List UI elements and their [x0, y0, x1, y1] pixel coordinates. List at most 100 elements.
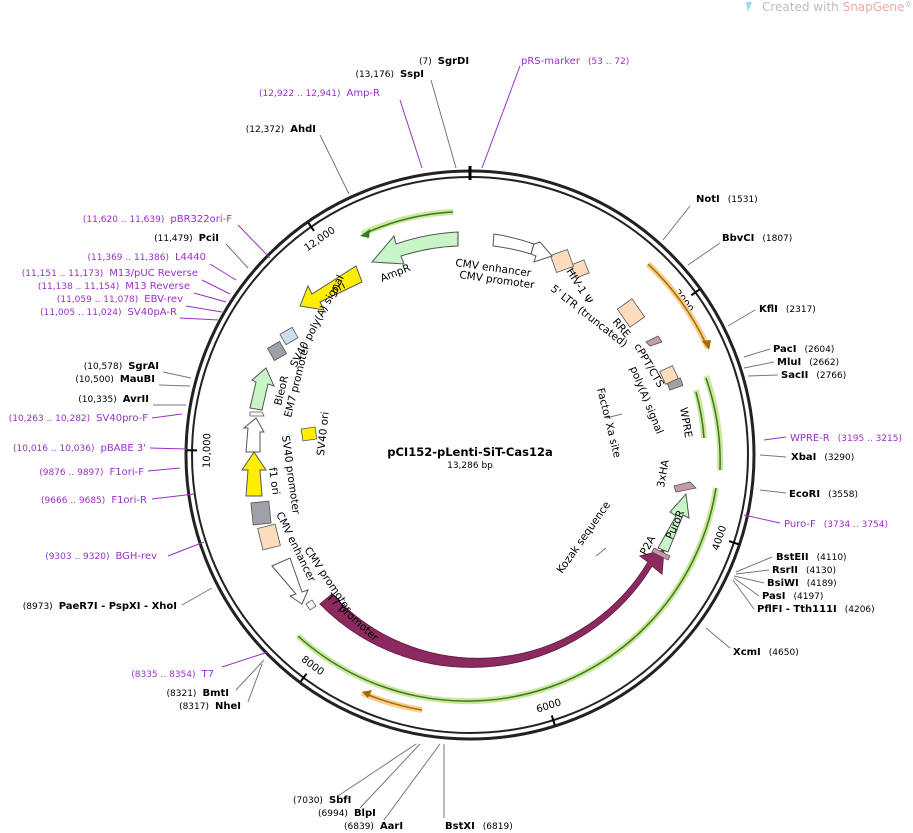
site-label-aari: (6839)AarI — [344, 821, 403, 832]
feature-ampr: AmpR — [379, 262, 413, 285]
feature-f1-ori: f1 ori — [266, 467, 282, 496]
puror-arrow — [657, 492, 690, 553]
leader-line — [763, 436, 787, 441]
site-label-mlui: MluI(2662) — [777, 357, 839, 368]
site-label-blpi: (6994)BlpI — [318, 808, 376, 819]
rre-box — [616, 298, 646, 328]
leader-line — [225, 243, 249, 269]
leader-line — [733, 577, 760, 597]
site-label-sgrai: (10,578)SgrAI — [84, 361, 159, 372]
site-label-avrii: (10,335)AvrII — [78, 394, 149, 405]
leader-line — [735, 556, 773, 573]
tick-label: 10,000 — [202, 433, 214, 468]
tick-mark — [550, 715, 556, 726]
leader-line — [193, 292, 227, 303]
site-label-kfli: KflI(2317) — [759, 304, 816, 315]
feature-ascpf1: AsCpf1 — [478, 664, 516, 680]
plasmid-length: 13,286 bp — [447, 461, 493, 471]
cmv-enhancer-top-arrow — [492, 233, 535, 255]
snapgene-logo-icon — [746, 2, 752, 12]
cppt-box — [645, 335, 663, 347]
site-label-pbr322ori-f: (11,620 .. 11,639)pBR322ori-F — [83, 214, 232, 225]
leader-line — [151, 413, 183, 419]
site-label-puro-f: Puro-F(3734 .. 3754) — [784, 519, 888, 530]
orange-arc-upper — [645, 261, 711, 350]
site-label-noti: NotI(1531) — [696, 194, 758, 205]
sv40-promoter-arrow — [242, 417, 265, 453]
feature-puror: PuroR — [664, 508, 687, 541]
leader-line — [201, 279, 231, 295]
leader-line — [743, 348, 771, 358]
leader-line — [158, 384, 191, 387]
tick-mark — [690, 288, 701, 297]
sv40-polya-stripes — [279, 326, 299, 346]
site-label-bsteii: BstEII(4110) — [776, 552, 847, 563]
plasmid-name: pCI152-pLenti-SiT-Cas12a — [387, 445, 552, 459]
wpre-arc-outer — [703, 375, 724, 471]
site-label-sv40pa-r: (11,005 .. 11,024)SV40pA-R — [40, 307, 177, 318]
feature-wpre: WPRE — [677, 406, 694, 438]
bleor-arrow — [249, 367, 275, 411]
watermark-registered-mark: ® — [904, 0, 912, 9]
watermark: Created with SnapGene® — [746, 0, 912, 14]
site-label-bmti: (8321)BmtI — [167, 688, 229, 699]
site-label-t7: (8335 .. 8354)T7 — [131, 669, 214, 680]
site-label-sbfi: (7030)SbfI — [293, 795, 351, 806]
leader-line — [605, 413, 623, 419]
site-label-pbabe3: (10,016 .. 10,036)pBABE 3' — [13, 443, 146, 454]
wpre-arc-inner-line — [695, 391, 705, 439]
site-label-ecori: EcoRI(3558) — [789, 489, 858, 500]
em7-arrow — [249, 411, 265, 417]
leader-line — [167, 541, 205, 557]
site-label-f1ori-f: (9876 .. 9897)F1ori-F — [39, 467, 144, 478]
site-label-m13-puc-reverse: (11,151 .. 11,173)M13/pUC Reverse — [22, 268, 198, 279]
leader-line — [179, 317, 220, 321]
site-label-sv40pro-f: (10,263 .. 10,282)SV40pro-F — [9, 413, 149, 424]
site-label-sgrdi: (7)SgrDI — [419, 56, 469, 67]
amp-outer-arc — [360, 209, 454, 237]
site-label-pasi: PasI(4197) — [762, 591, 823, 602]
site-label-bstxi: BstXI(6819) — [445, 821, 513, 832]
leader-line — [733, 575, 765, 584]
leader-line — [383, 743, 441, 821]
sv40-polya-box — [266, 340, 288, 362]
t7-promoter-marker — [305, 599, 317, 611]
site-label-sspi: (13,176)SspI — [355, 69, 424, 80]
leader-line — [181, 587, 213, 606]
site-label-amp-r: (12,922 .. 12,941)Amp-R — [259, 88, 380, 99]
leader-line — [759, 489, 787, 494]
leader-line — [399, 99, 423, 169]
site-label-nhei: (8317)NheI — [179, 701, 241, 712]
leader-line — [732, 579, 755, 610]
polya-box — [659, 365, 679, 385]
site-label-f1ori-r: (9666 .. 9685)F1ori-R — [41, 495, 147, 506]
amp-outer-arc-line — [365, 211, 454, 234]
leader-line — [221, 651, 269, 668]
ascpf1-arrow — [319, 549, 665, 668]
feature-factor-xa: Factor Xa site — [594, 387, 623, 459]
f1-ori-arrow — [241, 451, 267, 497]
right-labels: NotI(1531) BbvCI(1807) KflI(2317) PacI(2… — [696, 194, 902, 658]
feature-arcs — [241, 209, 724, 713]
leader-lines — [147, 65, 787, 821]
site-label-xbai: XbaI(3290) — [791, 452, 854, 463]
leader-line — [209, 263, 237, 281]
top-labels: (7)SgrDI pRS-marker(53 .. 72) — [419, 56, 629, 67]
site-label-prs-marker: pRS-marker(53 .. 72) — [521, 56, 629, 67]
amp-outer-arrowhead — [360, 229, 370, 238]
leader-line — [147, 467, 181, 472]
leader-line — [237, 224, 271, 259]
tick-label: 4000 — [711, 524, 729, 552]
watermark-brand: SnapGene — [843, 0, 905, 14]
leader-line — [359, 743, 421, 809]
leader-line — [747, 374, 779, 377]
feature-ori: ori — [330, 280, 348, 297]
site-label-ebv-rev: (11,059 .. 11,078)EBV-rev — [57, 294, 183, 305]
leader-line — [687, 242, 721, 266]
ltr-box — [570, 259, 590, 279]
site-label-bsiwi: BsiWI(4189) — [767, 578, 837, 589]
bottom-labels: (7030)SbfI (6994)BlpI (6839)AarI BstXI(6… — [293, 795, 513, 832]
leader-line — [162, 371, 192, 379]
site-label-paci: PacI(2604) — [773, 344, 834, 355]
